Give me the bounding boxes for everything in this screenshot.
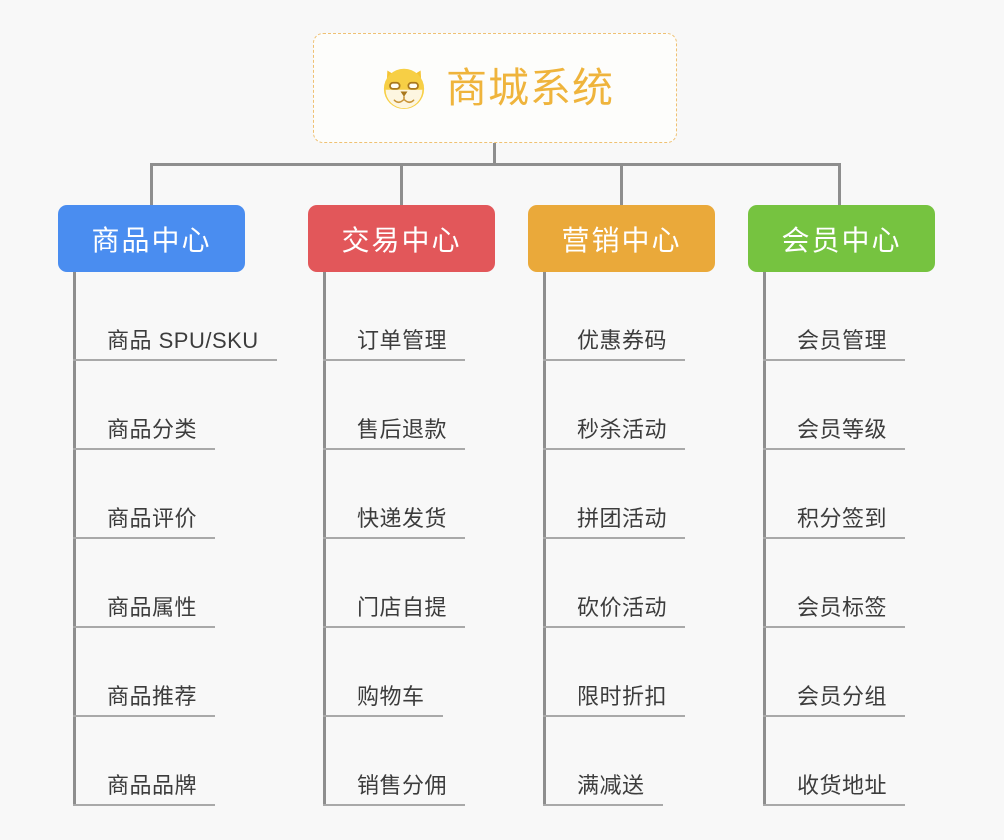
category-header-member[interactable]: 会员中心 <box>748 205 935 272</box>
shiba-dog-face-icon <box>376 60 432 116</box>
list-item[interactable]: 销售分佣 <box>323 717 538 806</box>
list-item[interactable]: 会员等级 <box>763 361 978 450</box>
leaf-label: 门店自提 <box>357 594 466 628</box>
list-item[interactable]: 订单管理 <box>323 272 538 361</box>
list-item[interactable]: 砍价活动 <box>543 539 758 628</box>
connector-drop-3 <box>620 163 623 207</box>
leaf-label: 订单管理 <box>357 327 466 361</box>
list-item[interactable]: 秒杀活动 <box>543 361 758 450</box>
list-item[interactable]: 门店自提 <box>323 539 538 628</box>
list-item[interactable]: 商品推荐 <box>73 628 288 717</box>
leaf-label: 会员管理 <box>797 327 906 361</box>
leaf-label: 会员分组 <box>797 683 906 717</box>
list-item[interactable]: 优惠券码 <box>543 272 758 361</box>
leaf-label: 商品品牌 <box>107 772 216 806</box>
list-item[interactable]: 满减送 <box>543 717 758 806</box>
leaf-label: 秒杀活动 <box>577 416 686 450</box>
leaf-list-marketing: 优惠券码 秒杀活动 拼团活动 砍价活动 限时折扣 满减送 <box>543 272 758 806</box>
leaf-list-product: 商品 SPU/SKU 商品分类 商品评价 商品属性 商品推荐 商品品牌 <box>73 272 288 806</box>
leaf-label: 收货地址 <box>797 772 906 806</box>
leaf-list-trade: 订单管理 售后退款 快递发货 门店自提 购物车 销售分佣 <box>323 272 538 806</box>
category-column-member: 会员中心 会员管理 会员等级 积分签到 会员标签 会员分组 收货地址 <box>748 205 978 806</box>
leaf-label: 优惠券码 <box>577 327 686 361</box>
category-header-label: 交易中心 <box>341 224 462 256</box>
list-item[interactable]: 拼团活动 <box>543 450 758 539</box>
leaf-label: 售后退款 <box>357 416 466 450</box>
root-title: 商城系统 <box>446 64 614 111</box>
category-header-trade[interactable]: 交易中心 <box>308 205 495 272</box>
leaf-label: 会员标签 <box>797 594 906 628</box>
leaf-list-member: 会员管理 会员等级 积分签到 会员标签 会员分组 收货地址 <box>763 272 978 806</box>
leaf-label: 商品 SPU/SKU <box>107 327 277 361</box>
category-column-marketing: 营销中心 优惠券码 秒杀活动 拼团活动 砍价活动 限时折扣 满减送 <box>528 205 758 806</box>
connector-root-stem <box>493 143 496 165</box>
list-item[interactable]: 快递发货 <box>323 450 538 539</box>
category-column-product: 商品中心 商品 SPU/SKU 商品分类 商品评价 商品属性 商品推荐 商品品牌 <box>58 205 288 806</box>
connector-drop-1 <box>150 163 153 207</box>
connector-horizontal-bus <box>150 163 841 166</box>
leaf-label: 积分签到 <box>797 505 906 539</box>
list-item[interactable]: 会员管理 <box>763 272 978 361</box>
leaf-label: 拼团活动 <box>577 505 686 539</box>
list-item[interactable]: 售后退款 <box>323 361 538 450</box>
category-header-label: 会员中心 <box>781 224 902 256</box>
list-item[interactable]: 会员分组 <box>763 628 978 717</box>
leaf-label: 商品评价 <box>107 505 216 539</box>
leaf-label: 销售分佣 <box>357 772 466 806</box>
leaf-label: 限时折扣 <box>577 683 686 717</box>
leaf-label: 商品推荐 <box>107 683 216 717</box>
leaf-label: 购物车 <box>357 683 443 717</box>
connector-drop-4 <box>838 163 841 207</box>
leaf-label: 商品属性 <box>107 594 216 628</box>
leaf-label: 满减送 <box>577 772 663 806</box>
leaf-label: 会员等级 <box>797 416 906 450</box>
leaf-label: 商品分类 <box>107 416 216 450</box>
connector-drop-2 <box>400 163 403 207</box>
list-item[interactable]: 商品属性 <box>73 539 288 628</box>
list-item[interactable]: 商品评价 <box>73 450 288 539</box>
list-item[interactable]: 商品分类 <box>73 361 288 450</box>
list-item[interactable]: 积分签到 <box>763 450 978 539</box>
category-header-marketing[interactable]: 营销中心 <box>528 205 715 272</box>
category-header-label: 商品中心 <box>91 224 212 256</box>
root-node[interactable]: 商城系统 <box>313 33 677 143</box>
list-item[interactable]: 收货地址 <box>763 717 978 806</box>
category-column-trade: 交易中心 订单管理 售后退款 快递发货 门店自提 购物车 销售分佣 <box>308 205 538 806</box>
leaf-label: 砍价活动 <box>577 594 686 628</box>
category-header-label: 营销中心 <box>561 224 682 256</box>
list-item[interactable]: 购物车 <box>323 628 538 717</box>
list-item[interactable]: 限时折扣 <box>543 628 758 717</box>
list-item[interactable]: 会员标签 <box>763 539 978 628</box>
list-item[interactable]: 商品品牌 <box>73 717 288 806</box>
leaf-label: 快递发货 <box>357 505 466 539</box>
category-header-product[interactable]: 商品中心 <box>58 205 245 272</box>
list-item[interactable]: 商品 SPU/SKU <box>73 272 288 361</box>
